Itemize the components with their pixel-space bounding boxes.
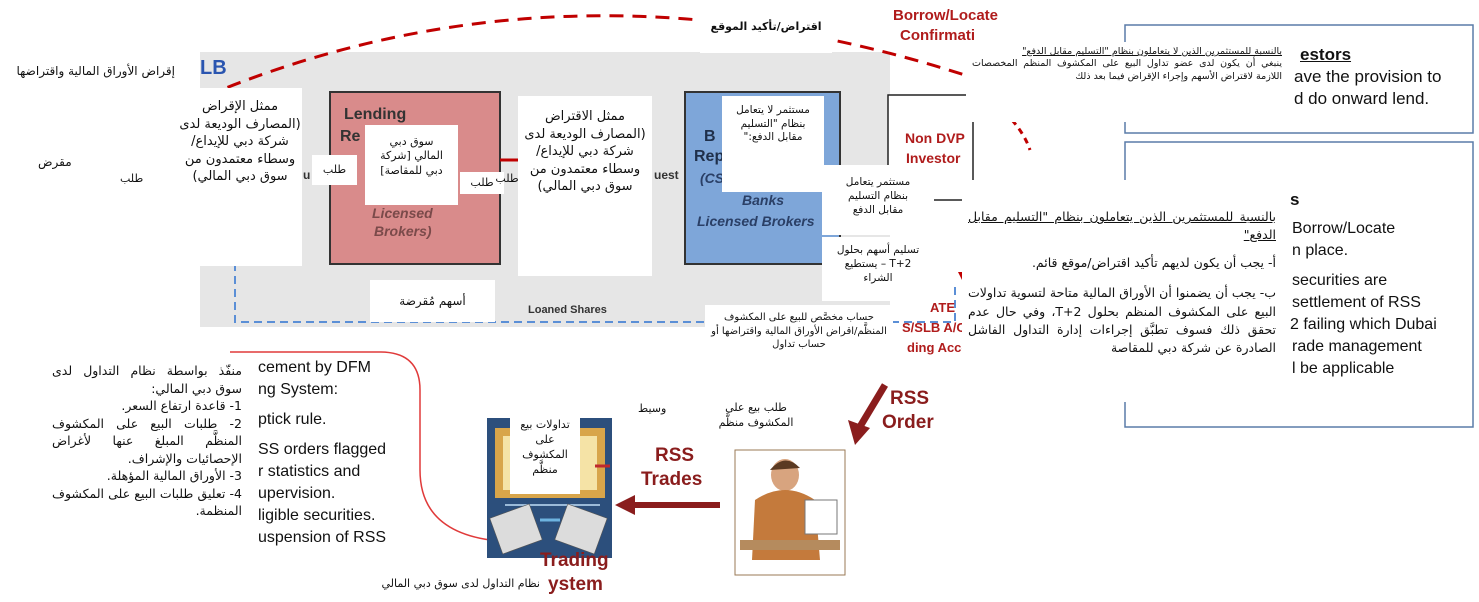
loaned-shares-ar: أسهم مُقرضة xyxy=(370,280,495,322)
right-bottom-en-5: 2 failing which Dubai xyxy=(1290,316,1437,333)
right-top-en-heading: estors xyxy=(1300,45,1352,64)
rss-order-en-1: RSS xyxy=(890,388,930,409)
request-label-3: طلب xyxy=(495,172,519,185)
trading-en-2: ystem xyxy=(548,574,603,595)
right-bottom-en-2: n place. xyxy=(1292,242,1349,259)
borrow-confirm-ar: اقتراض/تأكيد الموقع xyxy=(700,5,832,53)
trading-en-1: Trading xyxy=(540,550,609,571)
rss-order-arrow xyxy=(854,383,889,432)
rss-trades-en-1: RSS xyxy=(655,445,695,466)
enforcement-en-line: ptick rule. xyxy=(258,411,327,428)
request-label-2: طلب xyxy=(460,172,504,194)
enforcement-ar-rule: 2- طلبات البيع على المكشوف المنظَّم المب… xyxy=(52,415,242,466)
rss-trades-en-2: Trades xyxy=(641,469,703,490)
enforcement-en-line: upervision. xyxy=(258,485,336,502)
lending-rep-en-b1: Licensed xyxy=(372,205,433,221)
borrowing-rep-ar: ممثل الاقتراض (المصارف الوديعة لدى شركة … xyxy=(518,96,652,276)
broker-label-ar: وسيط xyxy=(638,402,667,415)
borrowing-rep-en-b: B xyxy=(704,128,716,145)
right-top-en-1: ave the provision to xyxy=(1294,67,1442,86)
request-en: uest xyxy=(654,168,679,182)
borrowing-rep-en-cs: (CS xyxy=(700,170,725,186)
lending-rep-en-mid: Re xyxy=(340,128,361,145)
lending-rep-ar: ممثل الإقراض (المصارف الوديعة لدى شركة د… xyxy=(178,88,302,266)
slb-title-ar: إقراض الأوراق المالية واقتراضها xyxy=(16,64,175,78)
borrow-locate-en-1: Borrow/Locate xyxy=(893,7,999,24)
right-bottom-en-4: settlement of RSS xyxy=(1292,294,1421,311)
enforcement-ar-rule: 4- تعليق طلبات البيع على المكشوف المنظمة… xyxy=(52,485,242,519)
borrowing-rep-en-rep: Rep xyxy=(694,148,725,165)
request-label-1: طلب xyxy=(312,155,357,185)
dvp-investor-ar: مستثمر يتعامل بنظام التسليم مقابل الدفع xyxy=(822,165,934,235)
loaned-shares-en: Loaned Shares xyxy=(528,304,607,316)
enforcement-en-line: uspension of RSS xyxy=(258,529,387,546)
right-top-en-2: d do onward lend. xyxy=(1294,89,1430,108)
account-en-1: ATE xyxy=(930,300,956,315)
enforcement-ar-rule: 1- قاعدة ارتفاع السعر. xyxy=(121,398,242,413)
enforcement-ar-heading: منفّذ بواسطة نظام التداول لدى سوق دبي ال… xyxy=(52,363,242,396)
rss-order-en-2: Order xyxy=(882,412,934,433)
lending-rep-en-b2: Brokers) xyxy=(374,223,432,239)
account-en-2: S/SLB A/C xyxy=(902,320,966,335)
enforcement-bracket xyxy=(230,351,491,541)
right-bottom-en-1: Borrow/Locate xyxy=(1292,220,1396,237)
borrow-locate-arc xyxy=(184,14,981,107)
borrow-locate-en-2: Confirmati xyxy=(900,27,975,44)
non-dvp-investor-ar: مستثمر لا يتعامل بنظام "التسليم مقابل ال… xyxy=(722,96,824,192)
rss-account-ar: حساب مخصَّص للبيع على المكشوف المنظَّم/ا… xyxy=(705,305,893,367)
right-top-ar-body: ينبغي أن يكون لدى عضو تداول البيع على ال… xyxy=(972,58,1282,82)
right-bottom-en-s: s xyxy=(1290,190,1300,209)
borrowing-rep-en-licensed: Licensed Brokers xyxy=(697,213,815,229)
enforcement-en-line: ligible securities. xyxy=(258,507,376,524)
borrowing-rep-en-banks: Banks xyxy=(742,192,785,208)
account-en-3: ding Acco xyxy=(907,340,970,355)
enforcement-en-line: ng System: xyxy=(258,381,339,398)
request-en-left: u xyxy=(303,168,311,182)
enforcement-en-line: SS orders flagged xyxy=(258,441,387,458)
rss-trades-ar: تداولات بيع على المكشوف منظَّم xyxy=(510,412,580,494)
right-bottom-en-7: l be applicable xyxy=(1292,360,1395,377)
broker-illustration xyxy=(734,449,846,576)
loaned-shares-path xyxy=(234,250,956,323)
right-bottom-en-3: securities are xyxy=(1292,272,1388,289)
deliver-shares-ar: تسليم أسهم بحلول T+2 – يستطيع الشراء xyxy=(822,237,934,301)
lender-label: مقرض xyxy=(38,155,72,169)
enforcement-en-line: r statistics and xyxy=(258,463,361,480)
right-bottom-en-6: rade management xyxy=(1292,338,1422,355)
non-dvp-en-2: Investor xyxy=(906,150,961,166)
rss-order-ar: طلب بيع على المكشوف منظَّم xyxy=(700,395,812,447)
request-label-left: طلب xyxy=(120,172,144,185)
right-top-ar-heading: بالنسبة للمستثمرين الذين لا يتعاملون بنظ… xyxy=(1022,46,1282,57)
trading-system-ar: نظام التداول لدى سوق دبي المالي xyxy=(381,577,540,590)
slb-label: LB xyxy=(200,57,227,79)
right-bottom-ar-a: أ- يجب أن يكون لديهم تأكيد اقتراض/موقع ق… xyxy=(1031,255,1276,271)
enforcement-en-block: cement by DFM ng System: ptick rule. SS … xyxy=(258,357,386,549)
right-bottom-ar-box: بالنسبة للمستثمرين الذين يتعاملون بنظام … xyxy=(962,180,1288,402)
right-bottom-ar-heading: بالنسبة للمستثمرين الذين يتعاملون بنظام … xyxy=(968,209,1276,243)
dfm-clearing-box: سوق دبي المالي [شركة دبي للمقاصة] xyxy=(365,125,458,205)
enforcement-ar-block: منفّذ بواسطة نظام التداول لدى سوق دبي ال… xyxy=(52,362,242,520)
right-bottom-ar-b: ب- يجب أن يضمنوا أن الأوراق المالية متاح… xyxy=(968,285,1276,355)
right-top-ar-box: بالنسبة للمستثمرين الذين لا يتعاملون بنظ… xyxy=(966,42,1288,122)
enforcement-en-line: cement by DFM xyxy=(258,359,371,376)
enforcement-ar-rule: 3- الأوراق المالية المؤهلة. xyxy=(106,468,242,483)
non-dvp-en-1: Non DVP xyxy=(905,130,965,146)
lending-rep-en-top: Lending xyxy=(344,106,407,123)
